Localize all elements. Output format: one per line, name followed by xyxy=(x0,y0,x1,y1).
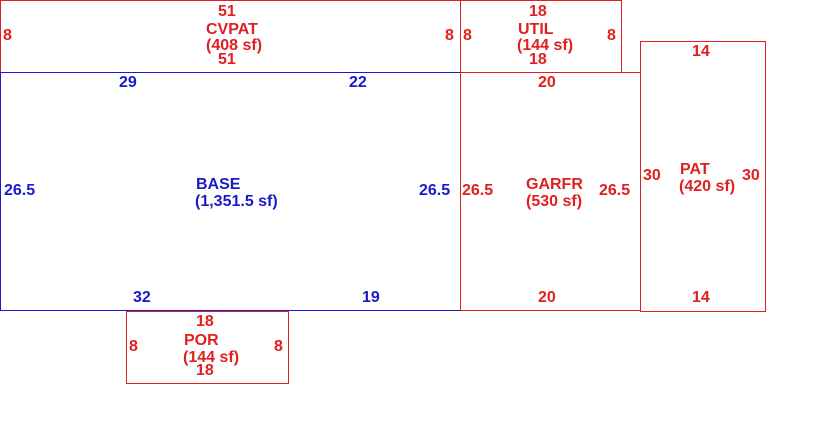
util-left-dimension: 8 xyxy=(463,27,472,44)
pat-name: PAT xyxy=(680,161,710,178)
pat-size: (420 sf) xyxy=(679,178,736,195)
util-bottom-dimension: 18 xyxy=(529,51,547,68)
util-top-dimension: 18 xyxy=(529,3,547,20)
garfr-size: (530 sf) xyxy=(526,193,583,210)
base-size: (1,351.5 sf) xyxy=(195,193,278,210)
area-pat[interactable] xyxy=(640,41,766,312)
pat-top-dimension: 14 xyxy=(692,43,710,60)
base-top-right-dimension: 22 xyxy=(349,74,367,91)
garfr-top-dimension: 20 xyxy=(538,74,556,91)
pat-left-dimension: 30 xyxy=(643,167,661,184)
cvpat-right-dimension: 8 xyxy=(445,27,454,44)
base-name: BASE xyxy=(196,176,241,193)
por-bottom-dimension: 18 xyxy=(196,362,214,379)
garfr-right-dimension: 26.5 xyxy=(599,182,631,199)
util-name: UTIL xyxy=(518,21,554,38)
por-right-dimension: 8 xyxy=(274,338,283,355)
util-right-dimension: 8 xyxy=(607,27,616,44)
garfr-left-dimension: 26.5 xyxy=(462,182,494,199)
base-right-dimension: 26.5 xyxy=(419,182,451,199)
area-por[interactable] xyxy=(126,311,289,384)
base-top-left-dimension: 29 xyxy=(119,74,137,91)
cvpat-left-dimension: 8 xyxy=(3,27,12,44)
base-bottom-left-dimension: 32 xyxy=(133,289,151,306)
por-left-dimension: 8 xyxy=(129,338,138,355)
base-bottom-right-dimension: 19 xyxy=(362,289,380,306)
pat-bottom-dimension: 14 xyxy=(692,289,710,306)
por-size: (144 sf) xyxy=(183,349,240,366)
cvpat-size: (408 sf) xyxy=(206,37,263,54)
cvpat-top-dimension: 51 xyxy=(218,3,236,20)
cvpat-name: CVPAT xyxy=(206,21,258,38)
por-top-dimension: 18 xyxy=(196,313,214,330)
cvpat-bottom-dimension: 51 xyxy=(218,51,236,68)
por-name: POR xyxy=(184,332,219,349)
garfr-bottom-dimension: 20 xyxy=(538,289,556,306)
base-left-dimension: 26.5 xyxy=(4,182,36,199)
util-size: (144 sf) xyxy=(517,37,574,54)
pat-right-dimension: 30 xyxy=(742,167,760,184)
garfr-name: GARFR xyxy=(526,176,583,193)
